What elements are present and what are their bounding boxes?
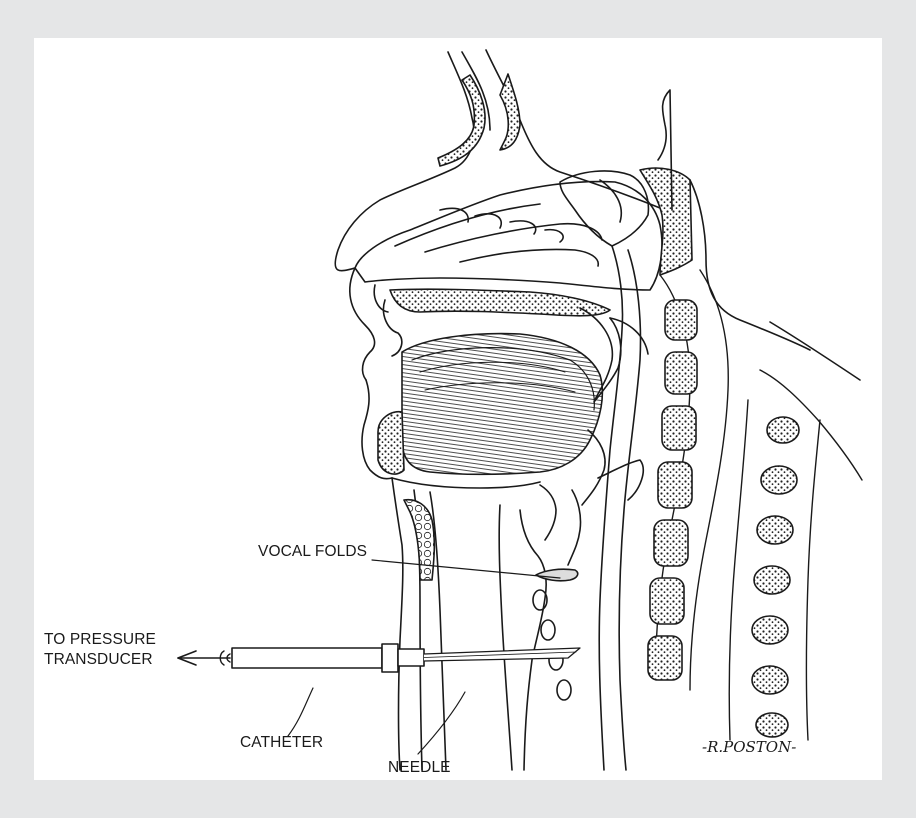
needle-hub [398,649,424,666]
needle-pointer [418,692,465,754]
cervical-spine-outer [729,370,862,740]
vocal-fold-shape [536,569,578,581]
mandible [378,412,404,474]
artist-signature: -R.POSTON- [702,738,796,756]
pressure-label-line2: TRANSDUCER [44,650,153,669]
thyroid-cartilage [520,510,546,770]
nasal-bone [438,75,485,166]
catheter-assembly [178,644,580,672]
catheter-label: CATHETER [240,733,323,752]
cervical-spine-inner [648,270,728,690]
vocal-folds-pointer [372,560,560,578]
pharynx-wall [599,246,622,770]
neck-back [770,322,860,380]
trachea [533,590,571,700]
catheter-pointer [288,688,313,736]
needle-label: NEEDLE [388,758,451,777]
pressure-label-line1: TO PRESSURE [44,630,156,649]
catheter-tube [232,648,382,668]
vocal-folds-label: VOCAL FOLDS [258,542,367,561]
neck-front [392,478,403,770]
syringe-hub [382,644,398,672]
upper-lip [350,268,375,380]
nasal-cavity [355,182,662,290]
hard-palate [390,289,610,316]
tongue [402,334,602,475]
